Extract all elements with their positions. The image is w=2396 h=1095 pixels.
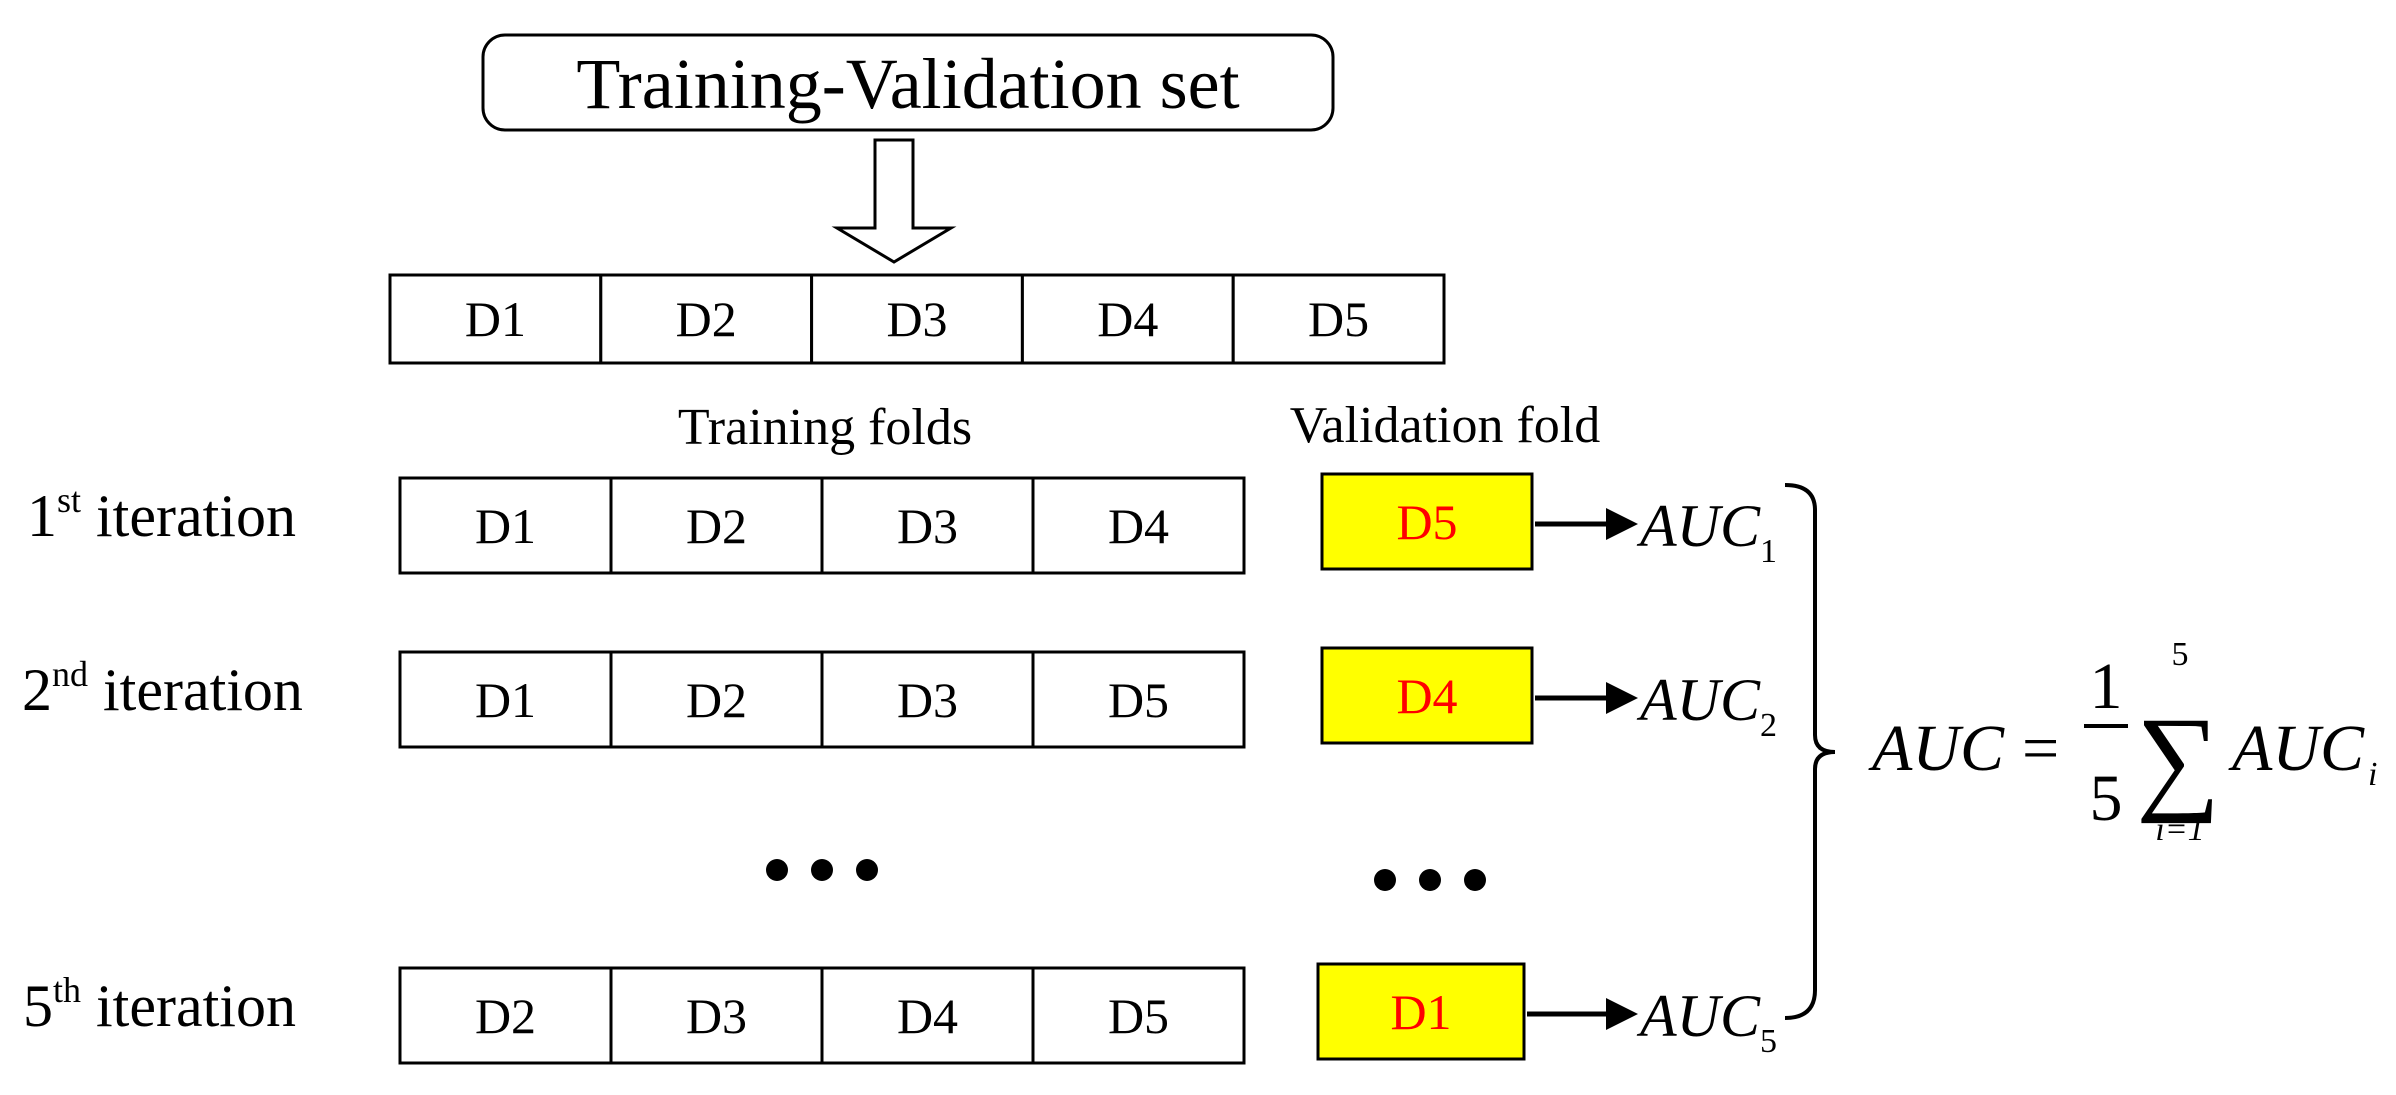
training-fold-label: D2 — [686, 498, 747, 554]
iteration-ordinal: 5 — [23, 973, 53, 1039]
split-row: D1 D2 D3 D4 D5 — [388, 273, 1446, 365]
training-fold-cell: D4 — [820, 966, 1035, 1065]
training-fold-label: D4 — [897, 988, 958, 1044]
auc-text: AUC — [1636, 983, 1761, 1049]
training-fold-label: D2 — [686, 672, 747, 728]
formula-lower-limit: i=1 — [2155, 811, 2204, 848]
iteration-suffix: st — [57, 480, 81, 520]
iteration-ordinal: 2 — [22, 657, 52, 723]
right-bracket-icon — [1784, 483, 1836, 1020]
validation-fold-cell: D4 — [1320, 646, 1534, 745]
iteration-label: 1st iteration — [27, 480, 296, 549]
validation-fold-label: D4 — [1396, 668, 1457, 724]
iteration-word: iteration — [88, 657, 303, 723]
training-validation-set-box: Training-Validation set — [481, 33, 1335, 132]
validation-fold-cell: D5 — [1320, 472, 1534, 571]
training-fold-cell: D3 — [609, 966, 824, 1065]
ellipsis-training-icon — [766, 859, 878, 881]
split-cell: D1 — [388, 273, 603, 365]
formula-denominator: 5 — [2090, 762, 2123, 835]
iteration-ordinal: 1 — [27, 483, 57, 549]
auc-subscript: 5 — [1760, 1023, 1777, 1060]
down-arrow-icon — [831, 138, 957, 264]
split-cell-label: D4 — [1097, 291, 1158, 347]
right-arrow-icon — [1606, 998, 1638, 1030]
iteration-suffix: nd — [52, 654, 88, 694]
auc-text: AUC — [1636, 493, 1761, 559]
formula-equals: = — [2022, 712, 2059, 785]
training-fold-cell: D5 — [1031, 650, 1246, 749]
training-fold-label: D5 — [1108, 988, 1169, 1044]
iteration-suffix: th — [53, 970, 81, 1010]
training-fold-label: D3 — [897, 498, 958, 554]
auc-average-formula: AUC = 1 5 ∑ 5 i=1 AUC i — [1868, 636, 2377, 848]
formula-upper-limit: 5 — [2172, 636, 2189, 673]
auc-label: AUC1 — [1636, 493, 1777, 570]
auc-label: AUC5 — [1636, 983, 1777, 1060]
formula-term: AUC — [2228, 712, 2365, 785]
sigma-icon: ∑ — [2136, 693, 2220, 824]
split-cell: D2 — [599, 273, 814, 365]
training-fold-cell: D2 — [609, 476, 824, 575]
split-cell-label: D1 — [465, 291, 526, 347]
validation-fold-label: Validation fold — [1290, 397, 1601, 454]
training-fold-cell: D5 — [1031, 966, 1246, 1065]
auc-subscript: 1 — [1760, 533, 1777, 570]
formula-term-subscript: i — [2368, 756, 2377, 793]
validation-fold-label: D1 — [1390, 984, 1451, 1040]
training-fold-cell: D3 — [820, 650, 1035, 749]
iteration-word: iteration — [81, 483, 296, 549]
auc-text: AUC — [1636, 667, 1761, 733]
ellipsis-validation-icon — [1374, 869, 1486, 891]
formula-numerator: 1 — [2090, 650, 2123, 723]
training-fold-label: D5 — [1108, 672, 1169, 728]
iteration-word: iteration — [81, 973, 296, 1039]
split-cell: D3 — [810, 273, 1024, 365]
training-fold-label: D3 — [897, 672, 958, 728]
auc-label: AUC2 — [1636, 667, 1777, 744]
training-validation-set-label: Training-Validation set — [576, 44, 1239, 124]
training-fold-cell: D1 — [398, 476, 613, 575]
right-arrow-icon — [1606, 508, 1638, 540]
right-arrow-icon — [1606, 682, 1638, 714]
split-cell-label: D3 — [886, 291, 947, 347]
validation-fold-label: D5 — [1396, 494, 1457, 550]
formula-lhs: AUC — [1868, 712, 2005, 785]
split-cell: D5 — [1231, 273, 1446, 365]
iteration-label: 2nd iteration — [22, 654, 303, 723]
training-fold-cell: D4 — [1031, 476, 1246, 575]
training-fold-label: D2 — [475, 988, 536, 1044]
split-cell: D4 — [1020, 273, 1235, 365]
training-fold-cell: D3 — [820, 476, 1035, 575]
training-fold-cell: D2 — [398, 966, 613, 1065]
training-fold-label: D3 — [686, 988, 747, 1044]
training-folds-label: Training folds — [678, 399, 972, 456]
training-fold-label: D1 — [475, 672, 536, 728]
training-fold-label: D4 — [1108, 498, 1169, 554]
iteration-label: 5th iteration — [23, 970, 296, 1039]
split-cell-label: D2 — [676, 291, 737, 347]
training-fold-cell: D2 — [609, 650, 824, 749]
training-fold-cell: D1 — [398, 650, 613, 749]
training-fold-label: D1 — [475, 498, 536, 554]
auc-subscript: 2 — [1760, 707, 1777, 744]
validation-fold-cell: D1 — [1316, 962, 1526, 1061]
split-cell-label: D5 — [1308, 291, 1369, 347]
